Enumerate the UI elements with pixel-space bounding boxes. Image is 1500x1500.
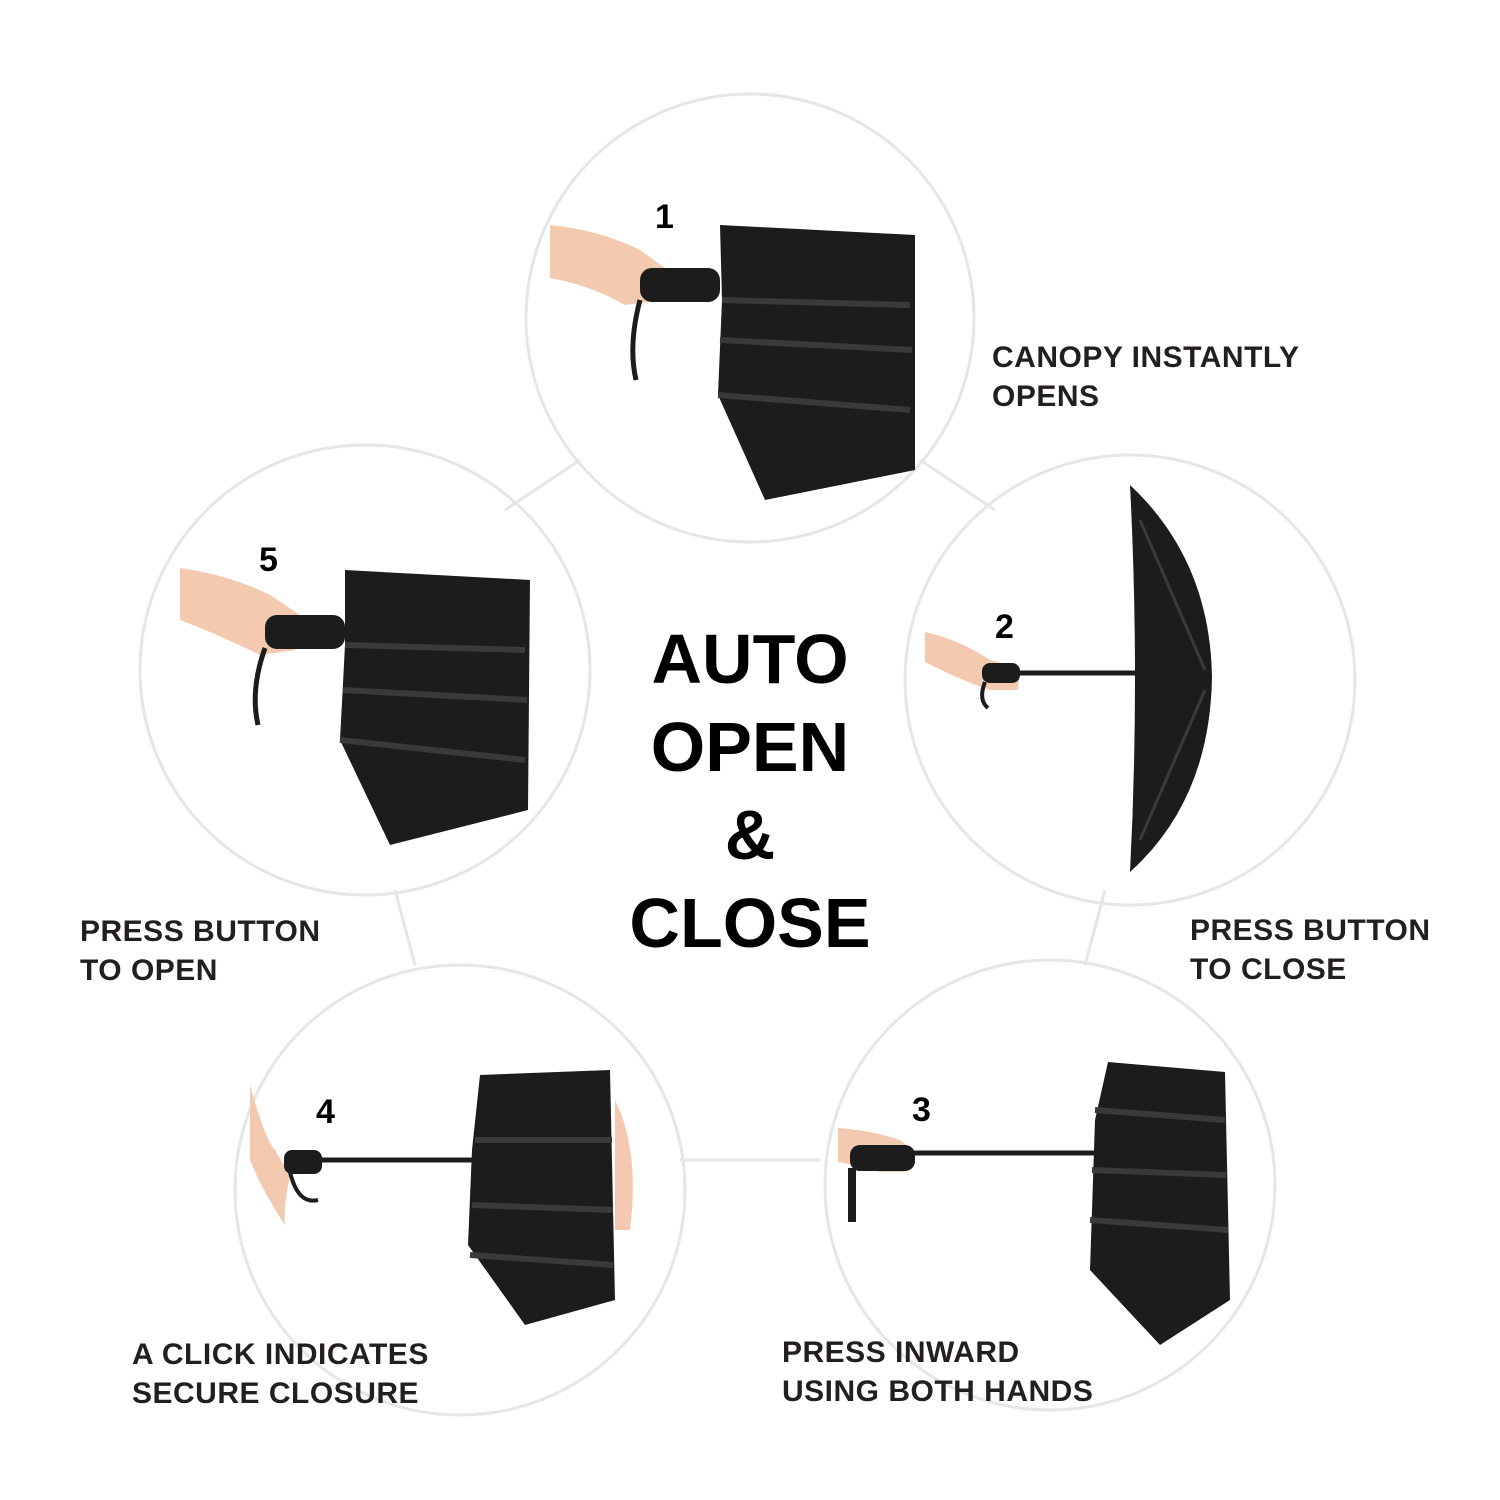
connector-1-5: [504, 458, 581, 512]
step-2-number: 2: [995, 608, 1014, 646]
title-line-close: CLOSE: [629, 884, 871, 962]
step-3-umbrella-illustration: [838, 1062, 1230, 1345]
step-1-caption-line-1: CANOPY INSTANTLY: [992, 341, 1300, 374]
connector-1-2: [919, 458, 996, 512]
step-1-caption-line-2: OPENS: [992, 380, 1100, 413]
step-2-circle: [903, 453, 1357, 907]
step-3-caption-line-1: PRESS INWARD: [782, 1336, 1020, 1369]
step-3-caption: PRESS INWARD USING BOTH HANDS: [782, 1333, 1093, 1411]
step-5-caption-line-1: PRESS BUTTON: [80, 915, 321, 948]
connector-5-4: [393, 889, 417, 966]
step-3-circle: [823, 958, 1277, 1412]
step-5-circle: [138, 443, 592, 897]
step-2-caption-line-1: PRESS BUTTON: [1190, 914, 1431, 947]
step-1-caption: CANOPY INSTANTLY OPENS: [992, 338, 1300, 416]
step-5-caption-line-2: TO OPEN: [80, 954, 218, 987]
step-4-umbrella-illustration: [250, 1070, 633, 1325]
title-line-auto: AUTO: [651, 620, 849, 698]
step-4-number: 4: [316, 1093, 335, 1131]
step-2-caption: PRESS BUTTON TO CLOSE: [1190, 911, 1430, 989]
step-2-caption-line-2: TO CLOSE: [1190, 953, 1347, 986]
title-line-open: OPEN: [650, 708, 850, 786]
step-1-umbrella-illustration: [550, 225, 915, 500]
step-2-umbrella-illustration: [925, 485, 1212, 872]
step-5-umbrella-illustration: [180, 568, 530, 845]
step-1-circle: [524, 92, 976, 544]
step-5-caption: PRESS BUTTON TO OPEN: [80, 912, 320, 990]
title-line-ampersand: &: [724, 796, 776, 874]
main-title: AUTO OPEN & CLOSE: [560, 615, 940, 967]
step-3-number: 3: [912, 1091, 931, 1129]
step-4-caption: A CLICK INDICATES SECURE CLOSURE: [132, 1335, 429, 1413]
step-4-circle: [233, 963, 687, 1417]
step-3-caption-line-2: USING BOTH HANDS: [782, 1375, 1094, 1408]
step-1-number: 1: [655, 198, 674, 236]
step-4-caption-line-1: A CLICK INDICATES: [132, 1338, 429, 1371]
step-4-caption-line-2: SECURE CLOSURE: [132, 1377, 420, 1410]
step-5-number: 5: [259, 541, 278, 579]
